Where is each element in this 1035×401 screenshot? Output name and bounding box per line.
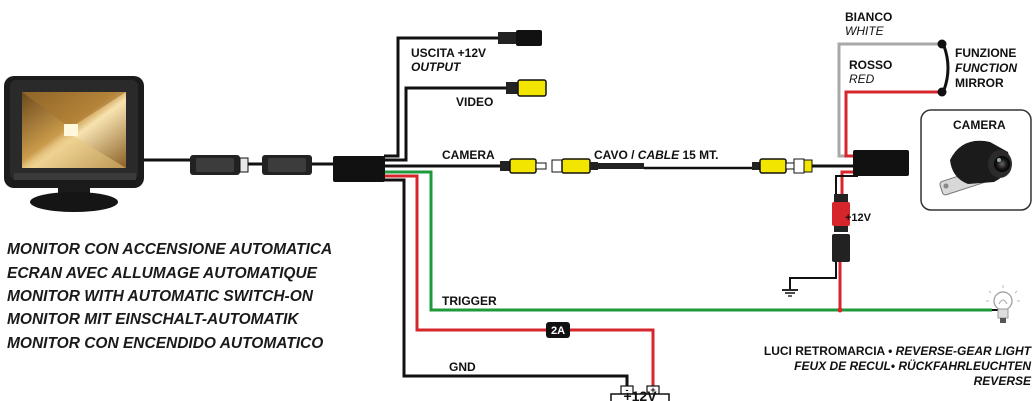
harness-junction-box <box>333 156 385 182</box>
function-switch <box>937 39 950 97</box>
rca-extension-chain <box>500 158 813 174</box>
red-label-en: RED <box>849 72 875 86</box>
reverse-lights-en: REVERSE-GEAR LIGHT <box>896 344 1033 358</box>
trigger-junction-dot <box>837 307 843 313</box>
monitor-caption: MONITOR CON ACCENSIONE AUTOMATICA ECRAN … <box>7 241 332 352</box>
monitor-plug-connector <box>190 155 249 175</box>
video-wire <box>384 86 506 162</box>
reverse-lights-caption: LUCI RETROMARCIA • REVERSE-GEAR LIGHT FE… <box>764 344 1033 388</box>
ground-black-wire <box>384 178 629 388</box>
output-label-en: OUTPUT <box>411 60 462 74</box>
battery-icon: - + <box>610 385 670 401</box>
camera-power-red-wire <box>840 170 853 194</box>
camera-wire-label: CAMERA <box>442 148 495 162</box>
camera-power-connector <box>832 194 850 262</box>
video-rca-connector <box>506 79 547 97</box>
white-label-en: WHITE <box>845 24 885 38</box>
white-label-it: BIANCO <box>845 10 892 24</box>
power-red-wire <box>384 174 655 388</box>
battery-minus-label: - <box>626 385 629 395</box>
ground-symbol-icon <box>782 289 798 297</box>
ground-lead-wire <box>789 262 837 289</box>
reverse-lights-line3: REVERSE <box>974 374 1032 388</box>
mirror-label: MIRROR <box>955 76 1004 90</box>
rear-camera-icon <box>939 140 1012 196</box>
function-label-it: FUNZIONE <box>955 46 1016 60</box>
trigger-label: TRIGGER <box>442 294 497 308</box>
monitor-caption-line: MONITOR WITH AUTOMATIC SWITCH-ON <box>7 288 314 305</box>
gnd-label: GND <box>449 360 476 374</box>
monitor-icon <box>4 76 144 212</box>
cable-label-length: 15 MT. <box>679 148 718 162</box>
camera-junction-box <box>853 150 909 176</box>
camera-box-label: CAMERA <box>953 118 1006 132</box>
battery-plus-label: + <box>650 385 655 395</box>
video-label: VIDEO <box>456 95 493 109</box>
battery-voltage-label: +12V <box>623 388 657 401</box>
cable-label-en: CABLE <box>638 148 680 162</box>
wires <box>142 36 1004 388</box>
fuse-icon: 2A <box>546 322 570 338</box>
light-bulb-icon <box>986 285 1020 323</box>
reverse-lights-it: LUCI RETROMARCIA • <box>764 344 896 358</box>
monitor-caption-line: MONITOR CON ENCENDIDO AUTOMATICO <box>7 335 323 352</box>
monitor-caption-line: ECRAN AVEC ALLUMAGE AUTOMATIQUE <box>7 265 318 282</box>
reverse-lights-line2: FEUX DE RECUL• RÜCKFAHRLEUCHTEN <box>794 358 1031 373</box>
output-12v-wire <box>384 36 498 158</box>
cable-label: CAVO / CABLE 15 MT. <box>594 148 718 162</box>
camera-power-black-wire <box>835 175 858 194</box>
monitor-caption-line: MONITOR MIT EINSCHALT-AUTOMATIK <box>7 311 300 328</box>
reverse-lights-line1: LUCI RETROMARCIA • REVERSE-GEAR LIGHT <box>764 344 1033 358</box>
trigger-wire <box>384 170 992 312</box>
function-label-en: FUNCTION <box>955 61 1017 75</box>
camera-power-label: +12V <box>845 212 872 224</box>
output-label-it: USCITA +12V <box>411 46 486 60</box>
cable-label-it: CAVO / <box>594 148 638 162</box>
monitor-socket-connector <box>262 155 312 175</box>
dc-output-connector <box>498 30 542 46</box>
monitor-caption-line: MONITOR CON ACCENSIONE AUTOMATICA <box>7 241 332 258</box>
red-label-it: ROSSO <box>849 58 892 72</box>
fuse-label: 2A <box>551 325 565 337</box>
